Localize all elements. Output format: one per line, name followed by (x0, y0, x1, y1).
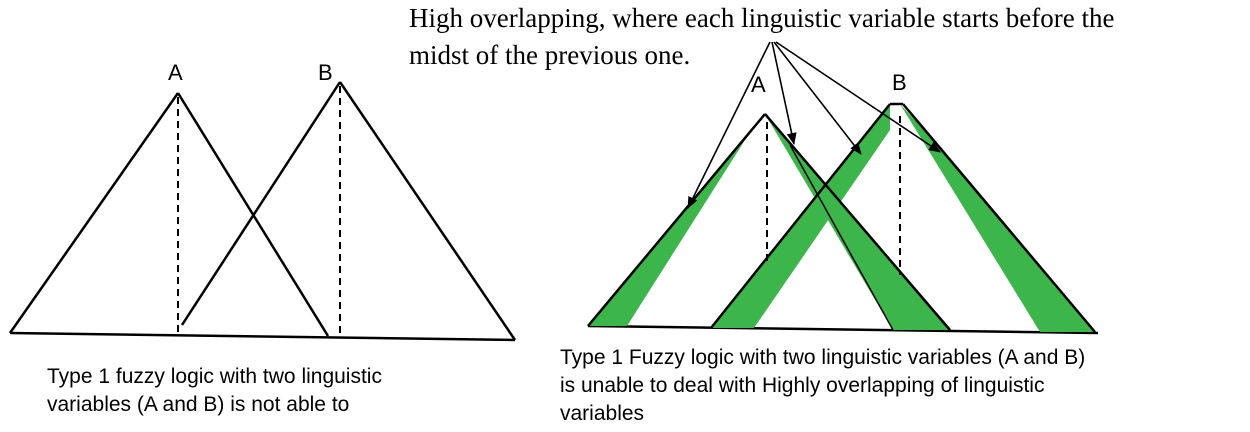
right-label-b: B (892, 70, 907, 95)
left-triangle-b-left-edge (180, 81, 342, 326)
right-label-a: A (751, 72, 766, 97)
left-baseline (9, 331, 516, 342)
annotation-line-2: midst of the previous one. (409, 40, 690, 70)
annotation-arrow-2 (771, 41, 797, 145)
right-triangle-a-left-edge (587, 113, 766, 327)
annotation-arrow-4 (775, 41, 941, 153)
right-triangle-a-right-edge (764, 113, 951, 331)
right-caption-line-3: variables (560, 402, 644, 425)
left-label-b: B (318, 60, 333, 85)
left-label-a: A (168, 60, 183, 85)
annotation-arrow-1 (687, 41, 771, 209)
right-triangle-a-inner-edge (789, 144, 894, 331)
left-panel: A B Type 1 fuzzy logic with two linguist… (8, 60, 517, 416)
right-baseline (587, 324, 1099, 335)
left-triangle-a-left-edge (8, 92, 180, 334)
right-caption-line-2: is unable to deal with Highly overlappin… (560, 374, 1044, 397)
annotation-line-1: High overlapping, where each linguistic … (409, 3, 1115, 33)
right-panel: A B High overlapping, where each linguis… (409, 3, 1115, 425)
right-triangle-b-left-edge (710, 103, 891, 329)
left-triangle-b-right-edge (338, 81, 517, 341)
right-triangle-b-right-edge (902, 103, 1096, 333)
right-caption-line-1: Type 1 Fuzzy logic with two linguistic v… (560, 346, 1085, 369)
annotation-arrow-3 (773, 41, 862, 155)
left-caption-line-1: Type 1 fuzzy logic with two linguistic (47, 365, 382, 388)
left-caption-line-2: variables (A and B) is not able to (47, 393, 349, 416)
